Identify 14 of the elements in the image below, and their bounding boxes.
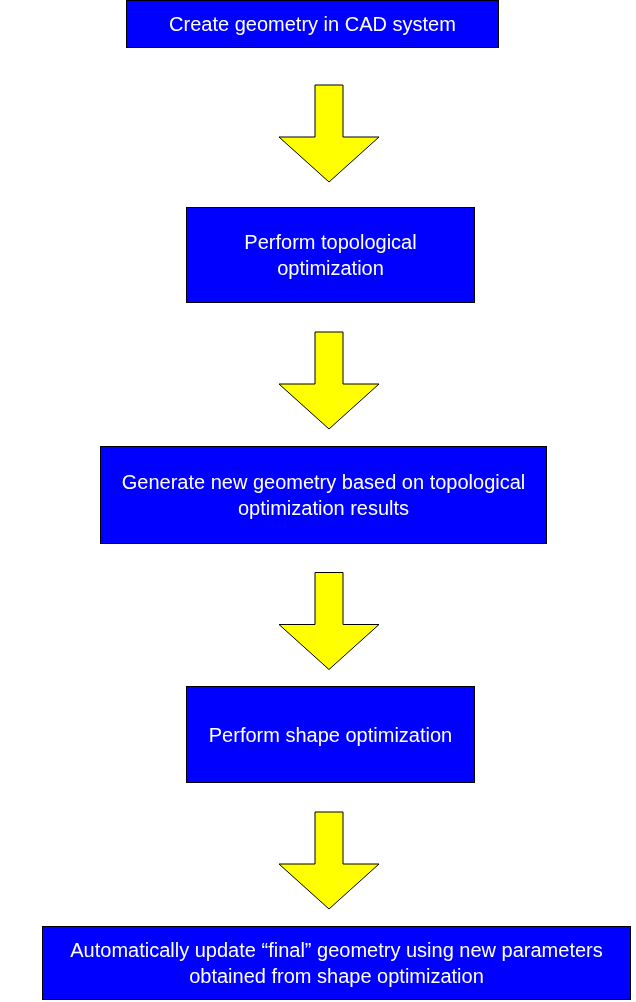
- process-box: [100, 446, 547, 544]
- block-arrow: [278, 572, 380, 670]
- process-box: [42, 926, 631, 1000]
- process-box: [186, 686, 475, 783]
- block-arrow: [278, 811, 380, 910]
- block-arrow: [278, 331, 380, 430]
- box-label: Automatically update “final” geometry using new parameters obtained from shape optimization: [69, 938, 604, 989]
- box-label: Create geometry in CAD system: [169, 12, 456, 37]
- process-box: [186, 207, 475, 303]
- process-box: [126, 0, 499, 48]
- block-arrow: [278, 84, 380, 183]
- box-label: Perform shape optimization: [208, 722, 453, 748]
- box-label: Perform topological optimization: [243, 230, 418, 281]
- box-label: Generate new geometry based on topological optimization results: [120, 470, 527, 521]
